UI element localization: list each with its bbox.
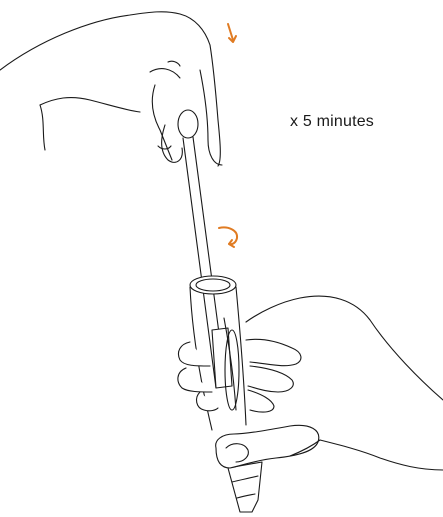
arrow-down-icon — [227, 23, 237, 43]
top-hand — [0, 11, 223, 167]
rotate-arrow-icon — [218, 226, 239, 248]
bottom-hand — [177, 295, 443, 471]
duration-caption: x 5 minutes — [290, 113, 375, 130]
